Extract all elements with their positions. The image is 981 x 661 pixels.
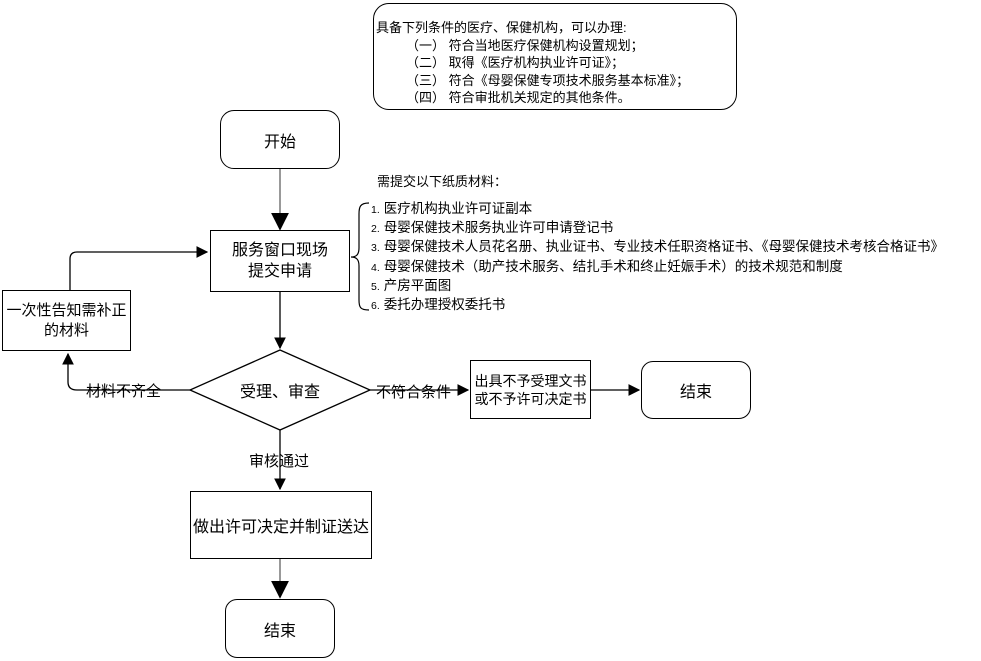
conditions-note: 具备下列条件的医疗、保健机构，可以办理: （一） 符合当地医疗保健机构设置规划；… <box>373 3 737 110</box>
end-node-bottom-label: 结束 <box>263 622 296 640</box>
reject-node-line2: 或不予许可决定书 <box>474 390 587 407</box>
materials-item-number: 4. <box>371 261 380 274</box>
materials-item-number: 3. <box>371 242 380 255</box>
end-node-bottom: 结束 <box>225 599 335 658</box>
edge-label-review-passed: 审核通过 <box>249 453 310 470</box>
notify-node-line1: 一次性告知需补正 <box>6 301 127 319</box>
materials-item-text: 母婴保健技术服务执业许可申请登记书 <box>383 220 614 236</box>
materials-item: 4.母婴保健技术（助产技术服务、结扎手术和终止妊娠手术）的技术规范和制度 <box>371 258 944 277</box>
materials-item-number: 1. <box>371 204 380 216</box>
materials-item: 2.母婴保健技术服务执业许可申请登记书 <box>371 219 944 238</box>
end-node-right-label: 结束 <box>679 384 712 401</box>
connector-review-to-notify <box>62 352 190 391</box>
decision-node-label: 做出许可决定并制证送达 <box>192 519 369 536</box>
edge-label-conditions-not-met: 不符合条件 <box>376 384 452 401</box>
review-diamond-shape <box>188 349 372 431</box>
review-diamond-label: 受理、审查 <box>239 384 320 401</box>
materials-title: 需提交以下纸质材料： <box>377 174 508 189</box>
note-line: （三） 符合《母婴保健专项技术服务基本标准》； <box>406 72 690 88</box>
materials-item-text: 委托办理授权委托书 <box>383 297 506 313</box>
materials-brace <box>350 202 370 311</box>
submit-node-line2: 提交申请 <box>247 263 312 280</box>
note-line: （四） 符合审批机关规定的其他条件。 <box>406 90 631 105</box>
materials-item: 5.产房平面图 <box>371 277 944 296</box>
decision-delivery-node: 做出许可决定并制证送达 <box>190 491 372 559</box>
note-line: （二） 取得《医疗机构执业许可证》； <box>406 55 625 70</box>
edge-label-materials-incomplete: 材料不齐全 <box>86 383 162 400</box>
materials-item: 3.母婴保健技术人员花名册、执业证书、专业技术任职资格证书、《母婴保健技术考核合… <box>371 238 944 257</box>
submit-node-line1: 服务窗口现场 <box>231 242 328 259</box>
materials-item-number: 2. <box>371 223 380 236</box>
materials-item-text: 产房平面图 <box>383 277 452 293</box>
materials-item: 6.委托办理授权委托书 <box>371 296 944 315</box>
materials-list: 1.医疗机构执业许可证副本 2.母婴保健技术服务执业许可申请登记书 3.母婴保健… <box>371 200 944 315</box>
notify-node-line2: 的材料 <box>43 321 89 339</box>
notify-correction-node: 一次性告知需补正 的材料 <box>2 290 131 351</box>
reject-node-line1: 出具不予受理文书 <box>474 372 587 389</box>
materials-item-number: 5. <box>371 280 380 293</box>
connector-notify-to-submit <box>69 246 209 290</box>
materials-item: 1.医疗机构执业许可证副本 <box>371 200 944 219</box>
materials-item-text: 母婴保健技术人员花名册、执业证书、专业技术任职资格证书、《母婴保健技术考核合格证… <box>383 239 945 255</box>
materials-item-text: 医疗机构执业许可证副本 <box>383 201 533 216</box>
note-line: （一） 符合当地医疗保健机构设置规划； <box>406 37 644 53</box>
materials-item-number: 6. <box>371 300 380 313</box>
start-node: 开始 <box>220 110 340 169</box>
materials-item-text: 母婴保健技术（助产技术服务、结扎手术和终止妊娠手术）的技术规范和制度 <box>383 258 843 274</box>
reject-document-node: 出具不予受理文书 或不予许可决定书 <box>470 360 591 419</box>
end-node-right: 结束 <box>641 361 751 419</box>
note-line: 具备下列条件的医疗、保健机构，可以办理: <box>376 20 627 35</box>
start-node-label: 开始 <box>263 133 296 151</box>
submit-application-node: 服务窗口现场 提交申请 <box>210 230 350 292</box>
